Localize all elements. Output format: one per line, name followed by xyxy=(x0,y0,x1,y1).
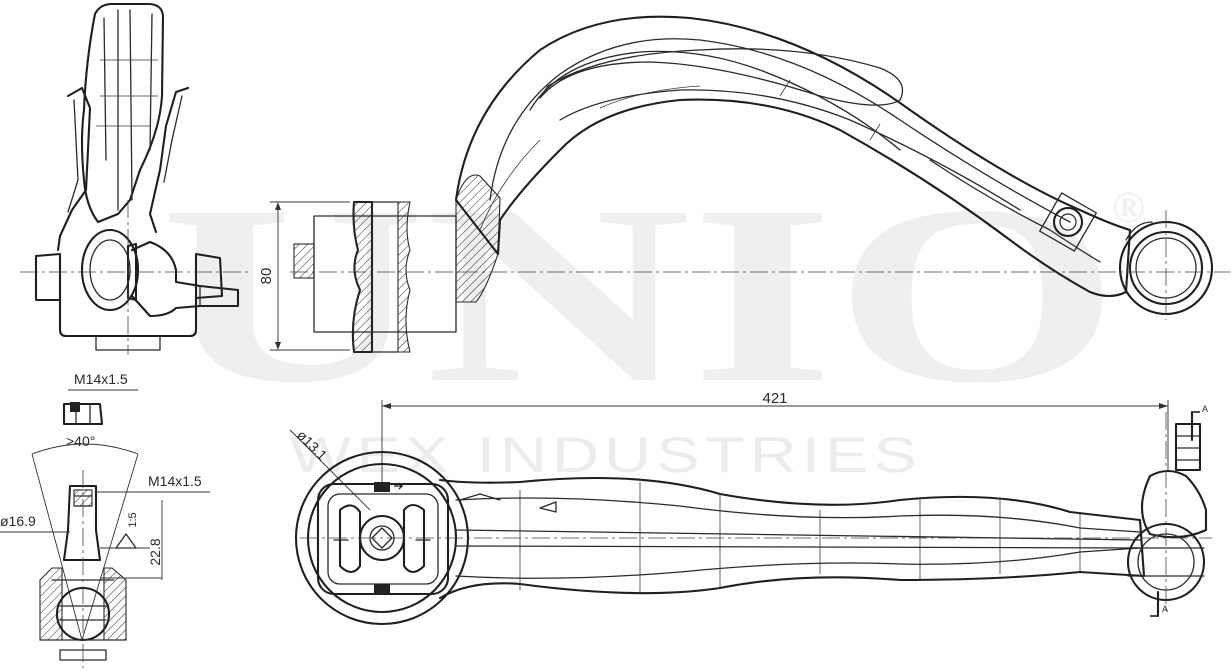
dim-thread-side: M14x1.5 xyxy=(148,473,202,489)
detail-ball-joint: M14x1.5 >40° M14x1.5 ø16.9 1:5 22.8 xyxy=(0,371,210,668)
section-marker-bottom: A xyxy=(1162,604,1168,614)
side-view-knuckle xyxy=(20,2,250,355)
dim-pin-length: 22.8 xyxy=(147,538,163,565)
dim-taper-angle: >40° xyxy=(66,433,95,449)
dim-ball-diameter: ø16.9 xyxy=(0,513,36,529)
dim-length: 421 xyxy=(762,390,787,407)
front-section-bushing: 80 xyxy=(258,174,501,354)
watermark-tagline: WEX INDUSTRIES xyxy=(290,427,922,483)
dim-taper-ratio: 1:5 xyxy=(127,512,139,527)
control-arm-straight-view: 421 ø13.1 xyxy=(289,390,1212,626)
control-arm-curved-view xyxy=(454,15,1230,320)
watermark: UNIO ® WEX INDUSTRIES xyxy=(160,154,1145,483)
dim-thread-top: M14x1.5 xyxy=(74,371,128,387)
dim-height: 80 xyxy=(258,268,275,285)
watermark-brand: UNIO xyxy=(160,154,1120,436)
watermark-registered: ® xyxy=(1112,183,1145,232)
section-marker-top: A xyxy=(1202,404,1208,414)
